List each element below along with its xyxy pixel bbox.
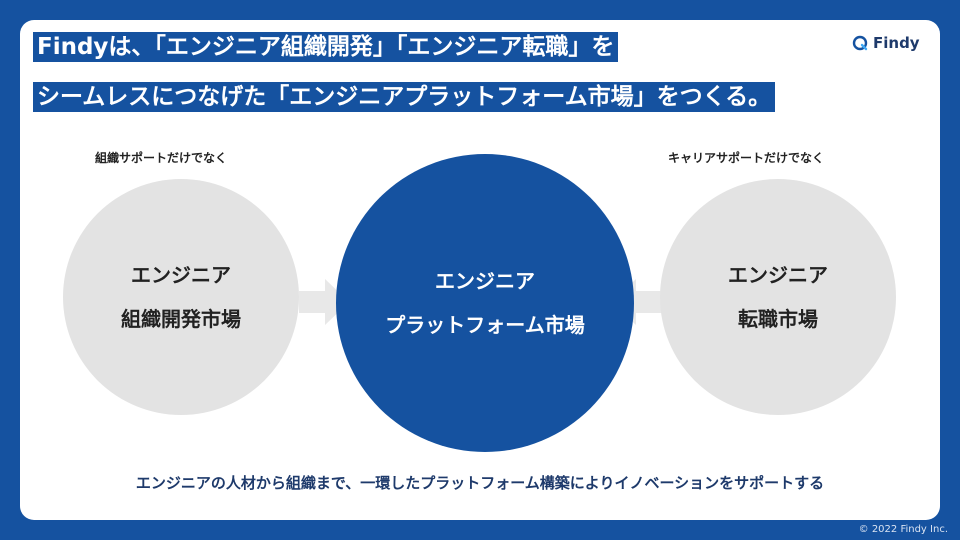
slide-card: Findyは、「エンジニア組織開発」「エンジニア転職」を シームレスにつなげた「… <box>20 20 940 520</box>
caption-right: キャリアサポートだけでなく <box>668 151 825 165</box>
slide-title-line2: シームレスにつなげた「エンジニアプラットフォーム市場」をつくる。 <box>33 82 776 112</box>
circle-center-line1: エンジニア <box>435 269 535 293</box>
caption-left: 組織サポートだけでなく <box>95 151 228 165</box>
findy-logo: Findy <box>852 34 920 52</box>
circle-left-line1: エンジニア <box>131 263 231 287</box>
circle-platform-market: エンジニア プラットフォーム市場 <box>336 154 634 452</box>
circle-center-line2: プラットフォーム市場 <box>385 313 585 337</box>
circle-left-line2: 組織開発市場 <box>121 307 241 331</box>
circle-right-line1: エンジニア <box>728 263 828 287</box>
bottom-message: エンジニアの人材から組織まで、一環したプラットフォーム構築によりイノベーションを… <box>135 474 825 492</box>
findy-logo-icon <box>852 35 868 51</box>
slide-title-line1: Findyは、「エンジニア組織開発」「エンジニア転職」を <box>33 32 619 62</box>
circle-right-line2: 転職市場 <box>738 307 818 331</box>
circle-job-change-market: エンジニア 転職市場 <box>660 179 896 415</box>
logo-text: Findy <box>873 34 920 52</box>
copyright: © 2022 Findy Inc. <box>858 524 948 535</box>
circle-org-dev-market: エンジニア 組織開発市場 <box>63 179 299 415</box>
